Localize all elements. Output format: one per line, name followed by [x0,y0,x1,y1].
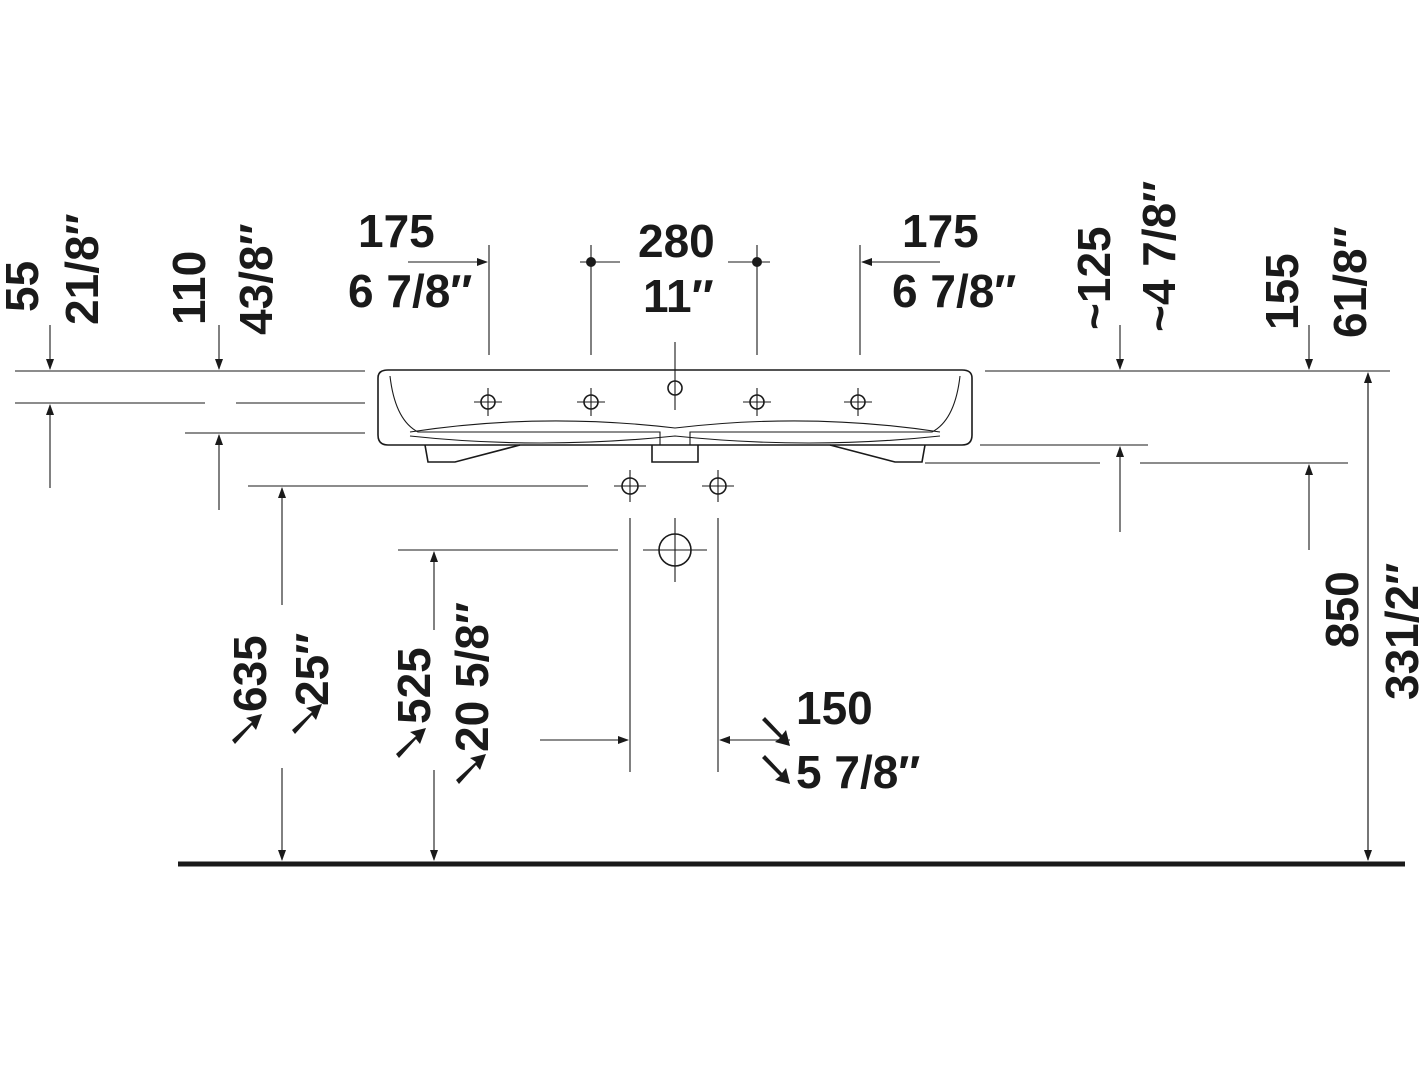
dim-right-depth-in: 61/8″ [1324,226,1376,338]
dim-supply-spacing-mm: 150 [796,682,873,734]
supply-connection-left [614,470,646,502]
tap-hole-2 [577,388,605,416]
arrow-spacing-in-icon [762,755,790,784]
arrow-drain-mm-icon [396,728,426,758]
dim-left-thickness-in: 43/8″ [230,223,282,335]
dim-right-approx-mm: ~125 [1068,226,1120,330]
dim-supply-spacing-in: 5 7/8″ [796,746,920,798]
basin-body [377,369,973,463]
arrow-drain-in-icon [456,754,486,784]
tap-hole-4 [743,388,771,416]
top-dimension-lines [408,245,940,355]
dim-top-center-in: 11″ [643,270,714,322]
dim-drain-height-mm: 525 [388,647,440,724]
arrow-spacing-mm-icon [762,717,790,746]
dim-supply-height-in: 25″ [286,633,338,706]
dim-top-right-in: 6 7/8″ [892,265,1016,317]
arrow-supply-in-icon [292,704,322,734]
dim-left-thickness-mm: 110 [163,251,215,325]
dim-top-right-mm: 175 [902,205,979,257]
arrow-supply-mm-icon [232,714,262,744]
dim-top-left-mm: 175 [358,205,435,257]
drain-connection [643,518,707,582]
supply-height-lines [248,485,588,861]
dim-total-height-in: 331/2″ [1376,563,1423,700]
supply-spacing-lines [540,518,790,772]
tap-hole-1 [474,388,502,416]
tap-hole-5 [844,388,872,416]
drain-height-lines [398,549,618,861]
tap-hole-center [667,342,683,410]
left-dimension-lines [15,325,365,510]
dim-top-left-in: 6 7/8″ [348,265,472,317]
dim-top-center-mm: 280 [638,215,715,267]
dim-right-depth-mm: 155 [1256,253,1308,330]
dim-drain-height-in: 20 5/8″ [446,602,498,752]
dim-left-depth-in: 21/8″ [56,213,108,325]
dim-total-height-mm: 850 [1316,571,1368,648]
dim-supply-height-mm: 635 [224,635,276,712]
supply-connection-right [702,470,734,502]
dim-left-depth-mm: 55 [0,261,48,312]
dim-right-approx-in: ~4 7/8″ [1133,181,1185,332]
right-dimension-lines [925,325,1390,550]
